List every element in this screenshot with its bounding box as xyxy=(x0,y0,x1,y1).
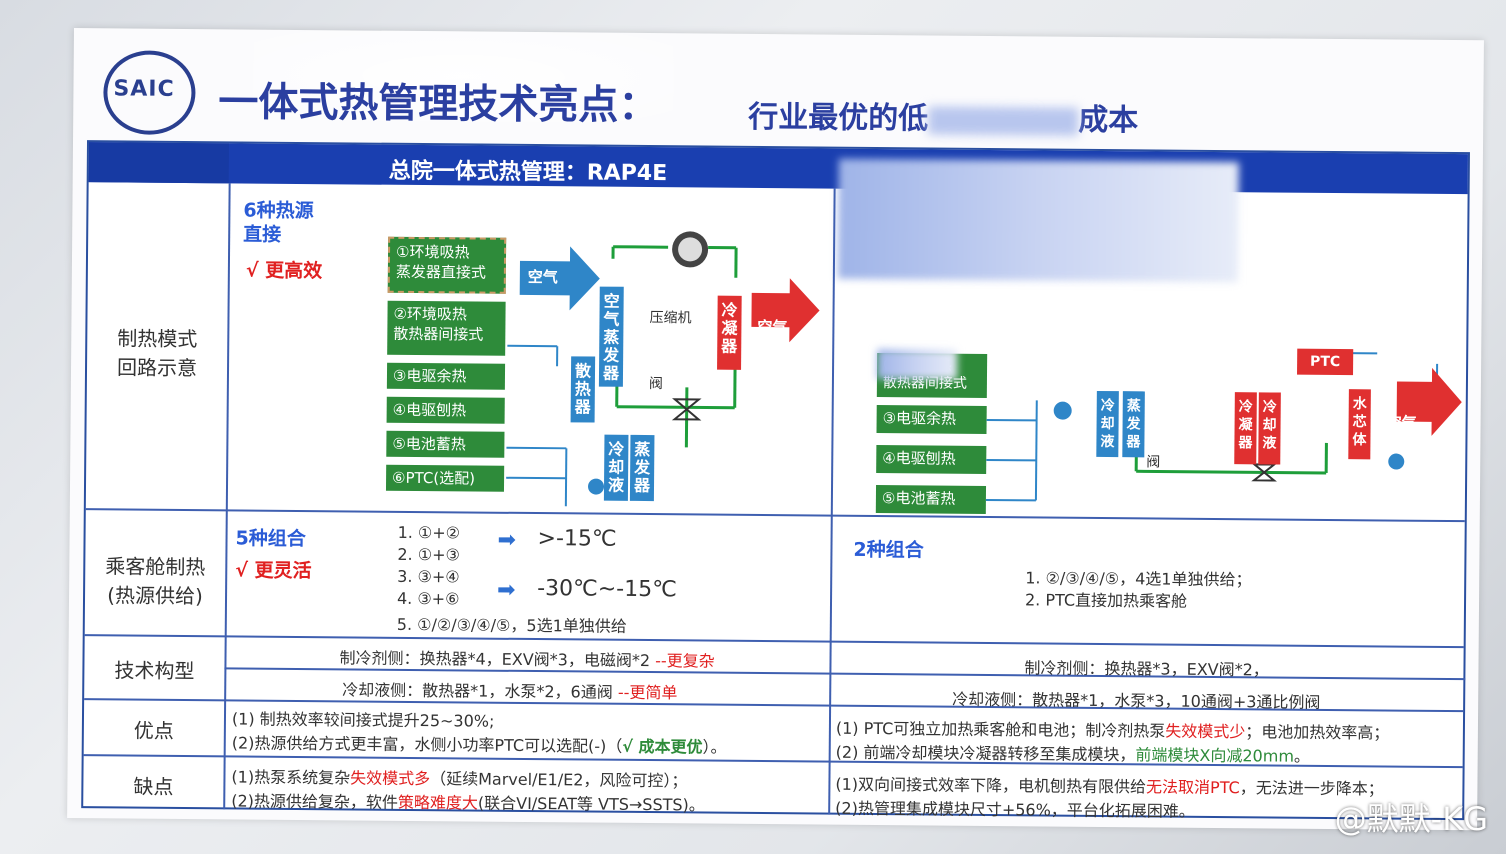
pros-left-line2: (2)热源供给方式更丰富，水侧小功率PTC可以选配(-)（√ 成本更优）。 xyxy=(231,733,727,757)
slide-title: 一体式热管理技术亮点： xyxy=(218,79,659,130)
heat-source-title: 6种热源 直接 xyxy=(243,199,314,246)
slide-subtitle: 行业最优的低成本 xyxy=(748,99,1139,139)
right-evaporator-box: 蒸发器 xyxy=(1122,391,1145,458)
pros-right-line2: (2) 前端冷却模块冷凝器转移至集成模块，前端模块X向减20mm。 xyxy=(835,742,1311,766)
tech-right-line1: 制冷剂侧：换热器*3，EXV阀*2， xyxy=(1024,658,1269,680)
combo-2: 2. ①+③ xyxy=(397,544,460,565)
table-header: 总院一体式热管理：RAP4E xyxy=(88,142,1468,195)
cabin-left-title: 5种组合 xyxy=(235,527,306,551)
right-source-4: ④电驱刨热 xyxy=(876,445,987,474)
row-label-tech: 技术构型 xyxy=(114,658,195,684)
air-out-label: 空气 xyxy=(757,317,788,337)
source-1: ①环境吸热 蒸发器直接式 xyxy=(387,236,507,294)
arrow-1: ➡ xyxy=(497,527,517,553)
condenser-box: 冷凝器 xyxy=(717,295,742,370)
cabin-left-check: √ 更灵活 xyxy=(235,559,312,583)
right-source-3: ③电驱余热 xyxy=(876,405,987,434)
combo-3: 3. ③+④ xyxy=(397,566,460,587)
temp-range-2: -30℃~-15℃ xyxy=(537,576,677,603)
air-evaporator-box: 空气蒸发器 xyxy=(598,286,624,387)
right-condenser-box: 冷凝器 xyxy=(1234,392,1257,465)
heating-left-diagram: 空气 xyxy=(506,231,820,509)
row-label-pros: 优点 xyxy=(133,718,174,743)
row-label-heating: 制热模式 回路示意 xyxy=(116,326,198,381)
arrow-2: ➡ xyxy=(497,577,516,603)
tech-right-line2: 冷却液侧：散热器*1，水泵*3，10通阀+3通比例阀 xyxy=(952,689,1321,712)
right-coolant-box: 冷却液 xyxy=(1096,390,1119,458)
row-label-cabin: 乘客舱制热 (热源供给) xyxy=(105,554,206,609)
cabin-right-title: 2种组合 xyxy=(853,538,924,562)
source-3: ③电驱余热 xyxy=(386,362,506,390)
temp-range-1: >-15℃ xyxy=(537,526,617,552)
heater-core-box: 水芯体 xyxy=(1348,389,1371,460)
coolant-box: 冷却液 xyxy=(603,434,629,501)
source-6: ⑥PTC(选配) xyxy=(385,464,505,492)
right-valve-label: 阀 xyxy=(1146,454,1161,471)
heating-right-diagram xyxy=(985,352,1462,502)
ptc-box: PTC xyxy=(1297,348,1354,376)
valve-label: 阀 xyxy=(648,376,663,393)
tech-left-line2: 冷却液侧：散热器*1，水泵*2，6通阀 --更简单 xyxy=(342,680,678,703)
source-4: ④电驱刨热 xyxy=(386,396,505,424)
tech-left-line1: 制冷剂侧：换热器*4，EXV阀*3，电磁阀*2 --更复杂 xyxy=(339,648,715,671)
heat-check: √ 更高效 xyxy=(245,259,323,283)
svg-text:空气: 空气 xyxy=(528,268,558,286)
right-air-out-label: 空气 xyxy=(1386,413,1417,432)
header-left-title: 总院一体式热管理：RAP4E xyxy=(388,158,668,187)
weibo-watermark: @默默-KG xyxy=(1334,800,1488,838)
source-5: ⑤电池蓄热 xyxy=(386,430,505,458)
cons-right-line2: (2)热管理集成模块尺寸+56%，平台化拓展困难。 xyxy=(835,798,1195,821)
combo-1: 1. ①+② xyxy=(397,522,461,543)
right-coolant2-box: 冷却液 xyxy=(1258,392,1281,465)
cabin-right-item-2: 2. PTC直接加热乘客舱 xyxy=(1024,590,1188,611)
saic-logo: SAIC xyxy=(103,50,196,136)
radiator-box: 散热器 xyxy=(570,356,596,423)
cons-left-line2: (2)热源供给复杂，软件策略难度大(联合VI/SEAT等 VTS→SSTS)。 xyxy=(231,791,705,815)
pros-left-line1: (1) 制热效率较间接式提升25~30%; xyxy=(231,709,495,731)
right-source-5: ⑤电池蓄热 xyxy=(875,485,987,514)
source-2: ②环境吸热 散热器间接式 xyxy=(387,300,506,356)
row-label-cons: 缺点 xyxy=(133,774,174,799)
comparison-table: 总院一体式热管理：RAP4E 制热模式 回路示意 乘客舱制热 (热源供给) 技术… xyxy=(81,140,1470,821)
combo-4: 4. ③+⑥ xyxy=(396,588,460,609)
evaporator-box: 蒸发器 xyxy=(629,434,655,502)
slide: SAIC 一体式热管理技术亮点： 行业最优的低成本 总院一体式热管理：RAP4E… xyxy=(67,28,1484,831)
compressor-label: 压缩机 xyxy=(649,310,692,327)
combo-5: 5. ①/②/③/④/⑤，5选1单独供给 xyxy=(396,614,627,636)
